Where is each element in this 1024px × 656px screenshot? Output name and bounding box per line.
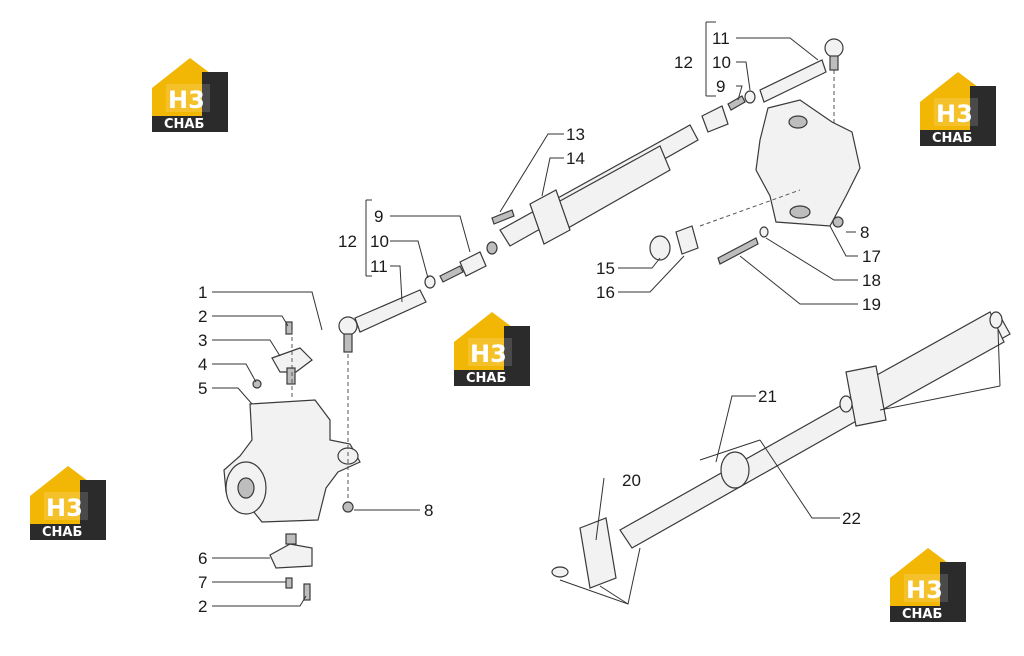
callout-12-right: 12 [674, 53, 693, 72]
o-ring-part [551, 566, 569, 578]
watermark-logo: H3 СНАБ [152, 58, 228, 132]
washer-part [759, 226, 769, 238]
callout-15: 15 [596, 259, 615, 278]
callout-7: 7 [198, 573, 207, 592]
lower-cylinder-assembly [551, 311, 1011, 589]
callout-9: 9 [374, 207, 383, 226]
callout-1: 1 [198, 283, 207, 302]
callout-14: 14 [566, 149, 585, 168]
logo-text-bottom: СНАБ [164, 117, 204, 132]
callout-4: 4 [198, 355, 207, 374]
callouts: 1 2 3 4 5 6 7 2 8 9 10 11 12 13 14 15 16… [198, 29, 881, 616]
bolt-part [717, 237, 759, 265]
callout-11-right: 11 [712, 29, 730, 48]
watermark-logo: H3 СНАБ [454, 312, 530, 386]
watermark-logo: H3 СНАБ [920, 72, 996, 146]
callout-12: 12 [338, 232, 357, 251]
callout-10: 10 [370, 232, 389, 251]
kingpin-bore-part [789, 205, 811, 219]
bolt-part [285, 321, 293, 335]
ball-joint-part [338, 316, 358, 336]
callout-2-lower: 2 [198, 597, 207, 616]
socket-part [459, 251, 487, 277]
logo-text-top: H3 [168, 86, 205, 114]
logo-text-top: H3 [470, 340, 507, 368]
callout-16: 16 [596, 283, 615, 302]
right-tie-rod-end [701, 38, 844, 220]
piston-part [720, 451, 750, 489]
bushing-part [675, 225, 699, 255]
steering-cylinder [491, 124, 699, 247]
left-knuckle-assembly [223, 321, 361, 601]
callout-5: 5 [198, 379, 207, 398]
lock-nut-part [744, 90, 756, 104]
ball-stud-part [829, 55, 839, 71]
callout-8: 8 [424, 501, 433, 520]
socket-part [701, 105, 729, 133]
callout-13: 13 [566, 125, 585, 144]
logo-text-bottom: СНАБ [466, 371, 506, 386]
seal-ring-part [649, 235, 671, 261]
callout-9-right: 9 [716, 77, 725, 96]
assembly-axis [699, 189, 801, 227]
logo-text-bottom: СНАБ [932, 131, 972, 146]
ball-stud-part [343, 333, 353, 353]
watermark-logo: H3 СНАБ [890, 548, 966, 622]
end-flange-part [579, 517, 617, 589]
logo-text-bottom: СНАБ [902, 607, 942, 622]
watermark-logo: H3 СНАБ [30, 466, 106, 540]
top-pin-part [286, 367, 296, 385]
left-tie-rod-end [338, 241, 498, 353]
lower-cylinder-barrel-part [867, 311, 1005, 411]
bottom-plate-part [269, 543, 313, 569]
seal-part [486, 241, 498, 255]
kingpin-bore-part [788, 115, 808, 129]
mounting-flange-part [529, 189, 571, 245]
leader-lines [212, 21, 1001, 607]
callout-3: 3 [198, 331, 207, 350]
callout-11: 11 [370, 257, 388, 276]
o-ring-part [839, 395, 853, 413]
threaded-part [439, 265, 464, 283]
rod-end-tube-part [354, 289, 427, 333]
threaded-part [727, 95, 746, 111]
nut-part [342, 501, 354, 513]
callout-2: 2 [198, 307, 207, 326]
hub-bore-part [237, 477, 255, 499]
callout-18: 18 [862, 271, 881, 290]
grease-nipple-part [285, 577, 293, 589]
callout-10-right: 10 [712, 53, 731, 72]
callout-6: 6 [198, 549, 207, 568]
logo-text-bottom: СНАБ [42, 525, 82, 540]
callout-20: 20 [622, 471, 641, 490]
lower-flange-part [845, 365, 887, 427]
bottom-pin-part [285, 533, 297, 545]
callout-17: 17 [862, 247, 881, 266]
logo-text-top: H3 [936, 100, 973, 128]
callout-19: 19 [862, 295, 881, 314]
callout-21: 21 [758, 387, 777, 406]
nut-part [832, 216, 844, 228]
knuckle-body-part [755, 99, 861, 227]
washer-part [252, 379, 262, 389]
right-knuckle-assembly [649, 99, 861, 265]
callout-22: 22 [842, 509, 861, 528]
o-ring-part [989, 311, 1003, 329]
callout-8-right: 8 [860, 223, 869, 242]
logo-text-top: H3 [906, 576, 943, 604]
mount-bolt-part [491, 209, 515, 225]
ball-joint-part [824, 38, 844, 58]
lock-nut-part [424, 275, 436, 289]
bolt-part [303, 583, 311, 601]
logo-text-top: H3 [46, 494, 83, 522]
rod-end-tube-part [759, 59, 827, 103]
